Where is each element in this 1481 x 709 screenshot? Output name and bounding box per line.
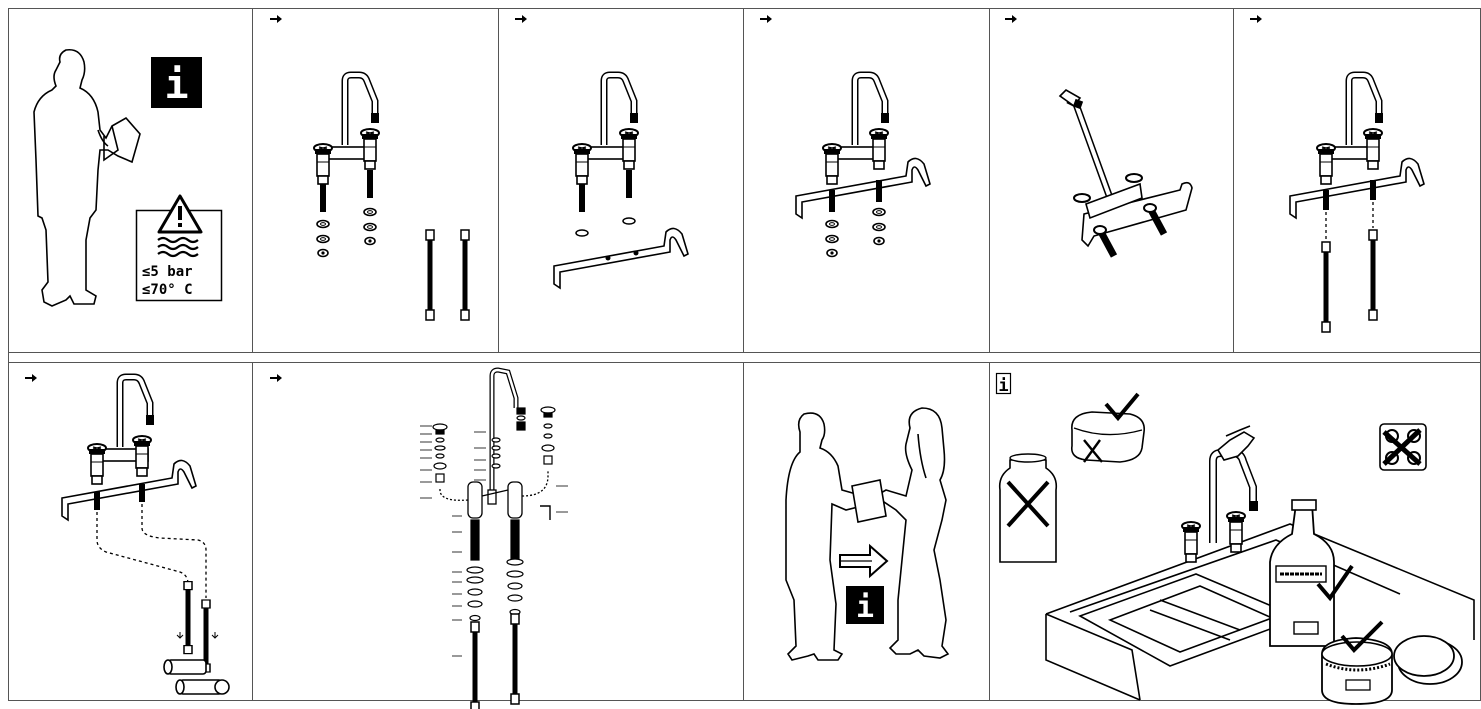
svg-text:i: i	[998, 376, 1008, 396]
scouring-pad-figure	[1379, 423, 1427, 471]
svg-text:i: i	[164, 62, 188, 108]
sponge-figure	[1070, 392, 1146, 463]
panel-attach-hoses	[1250, 15, 1425, 333]
check-mark-icon	[1104, 392, 1140, 422]
warning-label: ≤5 bar ≤70° C	[135, 194, 223, 302]
temperature-limit: ≤70° C	[142, 282, 193, 298]
panel-cleaning-care: i	[995, 372, 1475, 705]
right-arrow-icon	[839, 543, 889, 579]
check-mark-icon	[1316, 564, 1354, 602]
detergent-bottle-figure	[1269, 499, 1354, 647]
manual-booklet	[851, 479, 887, 523]
abrasive-bottle-figure	[998, 453, 1058, 563]
panel-read-instructions: i ≤5 bar ≤70° C	[33, 48, 223, 307]
panel-tighten-nuts	[1005, 15, 1193, 258]
panel-exploded-parts	[270, 367, 568, 709]
info-icon: i	[846, 586, 884, 625]
hot-water-waves-icon	[157, 236, 199, 258]
customer-figure	[870, 407, 950, 659]
right-arrow-icon	[1250, 15, 1262, 23]
panel-hand-over: i	[785, 407, 950, 661]
right-arrow-icon	[1005, 15, 1017, 23]
person-reading-figure	[33, 48, 141, 307]
panel-grid	[8, 8, 1481, 701]
panel-mounting-plate	[515, 15, 689, 289]
panel-connect-supply	[25, 373, 230, 695]
svg-text:i: i	[856, 590, 874, 625]
warning-triangle-icon	[157, 194, 203, 234]
info-icon: i	[151, 57, 202, 108]
right-arrow-icon	[270, 374, 282, 382]
cross-mark-icon	[1382, 428, 1422, 466]
right-arrow-icon	[760, 15, 772, 23]
info-icon: i	[995, 372, 1012, 396]
pressure-limit: ≤5 bar	[142, 264, 193, 280]
right-arrow-icon	[515, 15, 527, 23]
faucet-drawing	[320, 71, 379, 160]
hand-touch-figure	[1216, 425, 1256, 461]
installer-figure	[785, 412, 874, 661]
cream-jar-figure	[1321, 620, 1463, 705]
panel-parts-overview	[270, 15, 470, 321]
panel-plate-installed	[760, 15, 931, 258]
check-mark-icon	[1340, 620, 1384, 653]
cross-mark-icon	[1006, 480, 1050, 528]
right-arrow-icon	[270, 15, 282, 23]
right-arrow-icon	[25, 374, 37, 382]
